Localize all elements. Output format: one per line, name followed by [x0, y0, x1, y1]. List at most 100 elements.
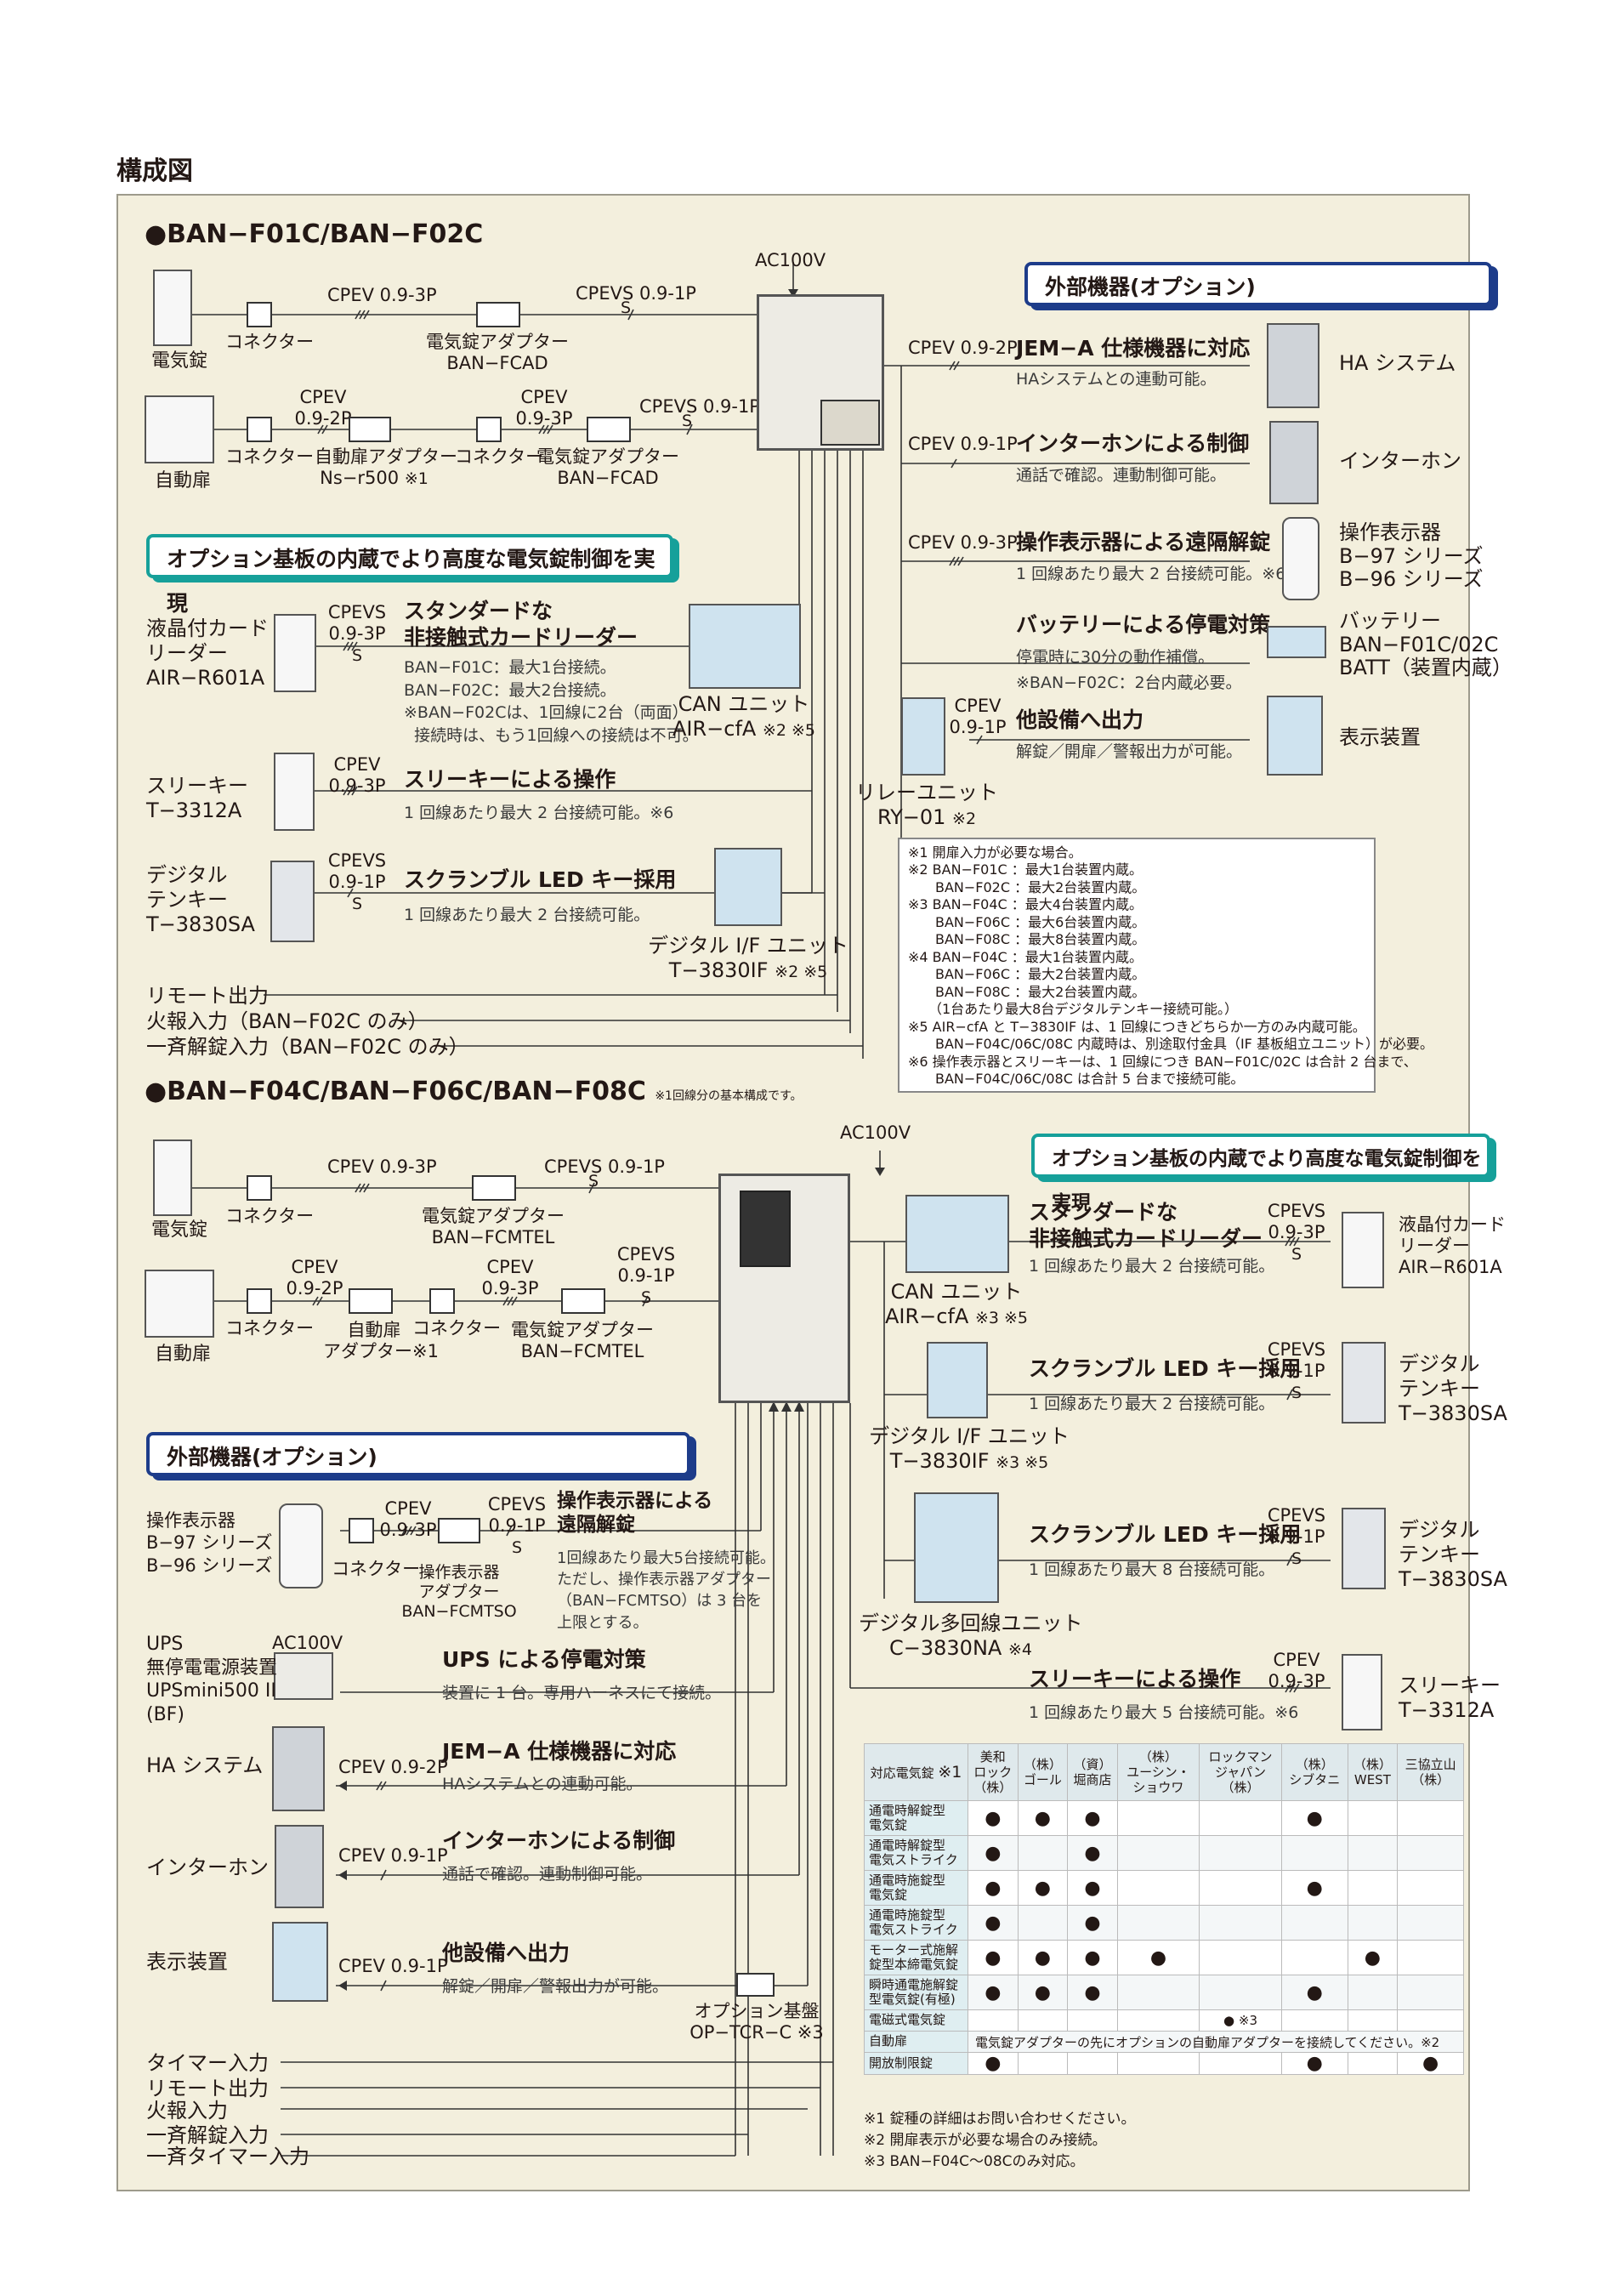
connector-label: コネクター: [225, 1318, 315, 1338]
col-header: 三協立山（株）: [1397, 1743, 1464, 1801]
can-unit-board-icon: [905, 1195, 1009, 1273]
operation-display-icon: [279, 1503, 323, 1588]
ext-opdisp-desc: 1 回線あたり最大 2 台接続可能。※6: [1016, 565, 1286, 583]
tenkey-icon: [1342, 1508, 1386, 1589]
ext-opdisp-title: 操作表示器による遠隔解錠: [1016, 530, 1271, 554]
input-unlock: 一斉解錠入力: [146, 2123, 269, 2147]
banner-external-options: 外部機器(オプション): [146, 1432, 690, 1476]
tenkey-desc: 1 回線あたり最大 2 台接続可能。: [404, 906, 650, 924]
intercom-icon: [275, 1825, 324, 1908]
ha-desc: HAシステムとの連動可能。: [442, 1775, 643, 1793]
ext-intercom-desc: 通話で確認。連動制御可能。: [1016, 466, 1227, 485]
ac-label: AC100V: [755, 250, 826, 270]
auto-door-adapter-box: [349, 417, 391, 442]
footnote: ※1 錠種の詳細はお問い合わせください。: [864, 2111, 1136, 2128]
ups-desc: 装置に 1 台。専用ハーネスにて接続。: [442, 1684, 722, 1702]
shield-label: S: [682, 412, 693, 430]
table-row: 電磁式電気錠 ● ※3: [864, 2009, 1464, 2032]
lock-adapter-box: [472, 1175, 516, 1201]
section2-title: ●BAN−F04C/BAN−F06C/BAN−F08C ※1回線分の基本構成です…: [145, 1077, 803, 1106]
col-header: （株）ユーシン・ショウワ: [1116, 1743, 1200, 1801]
cable-label: CPEV 0.9-1P: [908, 434, 1018, 454]
connector-label: コネクター: [225, 1206, 315, 1226]
table-row: 通電時施錠型電気錠 ●●●●: [864, 1870, 1464, 1906]
tenkey-title: スクランブル LED キー採用: [1029, 1356, 1302, 1381]
cable-label: CPEVS 0.9-1P: [544, 1157, 665, 1177]
table-row: 通電時施錠型電気ストライク ●●: [864, 1905, 1464, 1941]
automatic-door-icon: [145, 1270, 214, 1338]
intercom-label: インターホン: [1339, 449, 1461, 473]
col-header: （株）ゴール: [1017, 1743, 1069, 1801]
connector-label: コネクター: [225, 446, 315, 467]
table-row: 瞬時通電施解錠型電気錠(有極) ●●●●: [864, 1975, 1464, 2010]
ha-system-label: HA システム: [1339, 351, 1456, 375]
multi-line-unit-icon: [914, 1492, 999, 1603]
connector-label: コネクター: [455, 446, 544, 467]
input-remote: リモート出力: [146, 2077, 269, 2100]
display-panel-label: 表示装置: [1339, 725, 1421, 749]
output-desc: 解錠／開扉／警報出力が可能。: [442, 1977, 669, 1996]
ups-title: UPS による停電対策: [442, 1647, 646, 1672]
cable-label: CPEV 0.9-3P: [327, 1157, 437, 1177]
input-timer: タイマー入力: [146, 2051, 269, 2075]
card-reader-icon: [274, 614, 316, 692]
ups-icon: [274, 1652, 333, 1700]
ac-label: AC100V: [272, 1633, 343, 1653]
three-key-icon: [274, 753, 315, 831]
ha-system-icon: [1267, 323, 1319, 408]
ext-battery-title: バッテリーによる停電対策: [1016, 612, 1271, 637]
connector-label: コネクター: [225, 332, 315, 352]
ext-output-title: 他設備へ出力: [1016, 708, 1144, 732]
cable-label: CPEV 0.9-1P: [338, 1956, 448, 1976]
input-fire: 火報入力: [146, 2099, 228, 2123]
three-key-icon: [1342, 1654, 1382, 1731]
connector-box: [349, 1518, 374, 1543]
intercom-label: インターホン: [146, 1856, 269, 1879]
input-remote: リモート出力: [146, 984, 269, 1008]
three-key-title: スリーキーによる操作: [1029, 1667, 1241, 1691]
input-unlock: 一斉解錠入力（BAN−F02C のみ）: [146, 1035, 469, 1059]
lock-adapter-box: [587, 417, 631, 442]
card-reader-icon: [1342, 1212, 1384, 1288]
can-unit-board-icon: [689, 604, 801, 689]
automatic-door-label: 自動扉: [155, 1344, 212, 1365]
tenkey2-desc: 1 回線あたり最大 8 台接続可能。: [1029, 1560, 1275, 1579]
connector-label: コネクター: [332, 1559, 421, 1579]
connector-box: [247, 417, 272, 442]
cable-label: CPEVS 0.9-1P: [639, 396, 760, 417]
cable-label: CPEVS 0.9-1P: [576, 283, 696, 304]
opdisp-title: 操作表示器による遠隔解錠: [557, 1490, 713, 1536]
card-reader-desc: 1 回線あたり最大 2 台接続可能。: [1029, 1257, 1275, 1276]
ext-battery-desc2: ※BAN−F02C：2台内蔵必要。: [1016, 673, 1242, 692]
col-header: （株）WEST: [1347, 1743, 1399, 1801]
electric-lock-label: 電気錠: [151, 1219, 208, 1241]
table-row: モーター式施解錠型本締電気錠 ●●●●●: [864, 1940, 1464, 1975]
